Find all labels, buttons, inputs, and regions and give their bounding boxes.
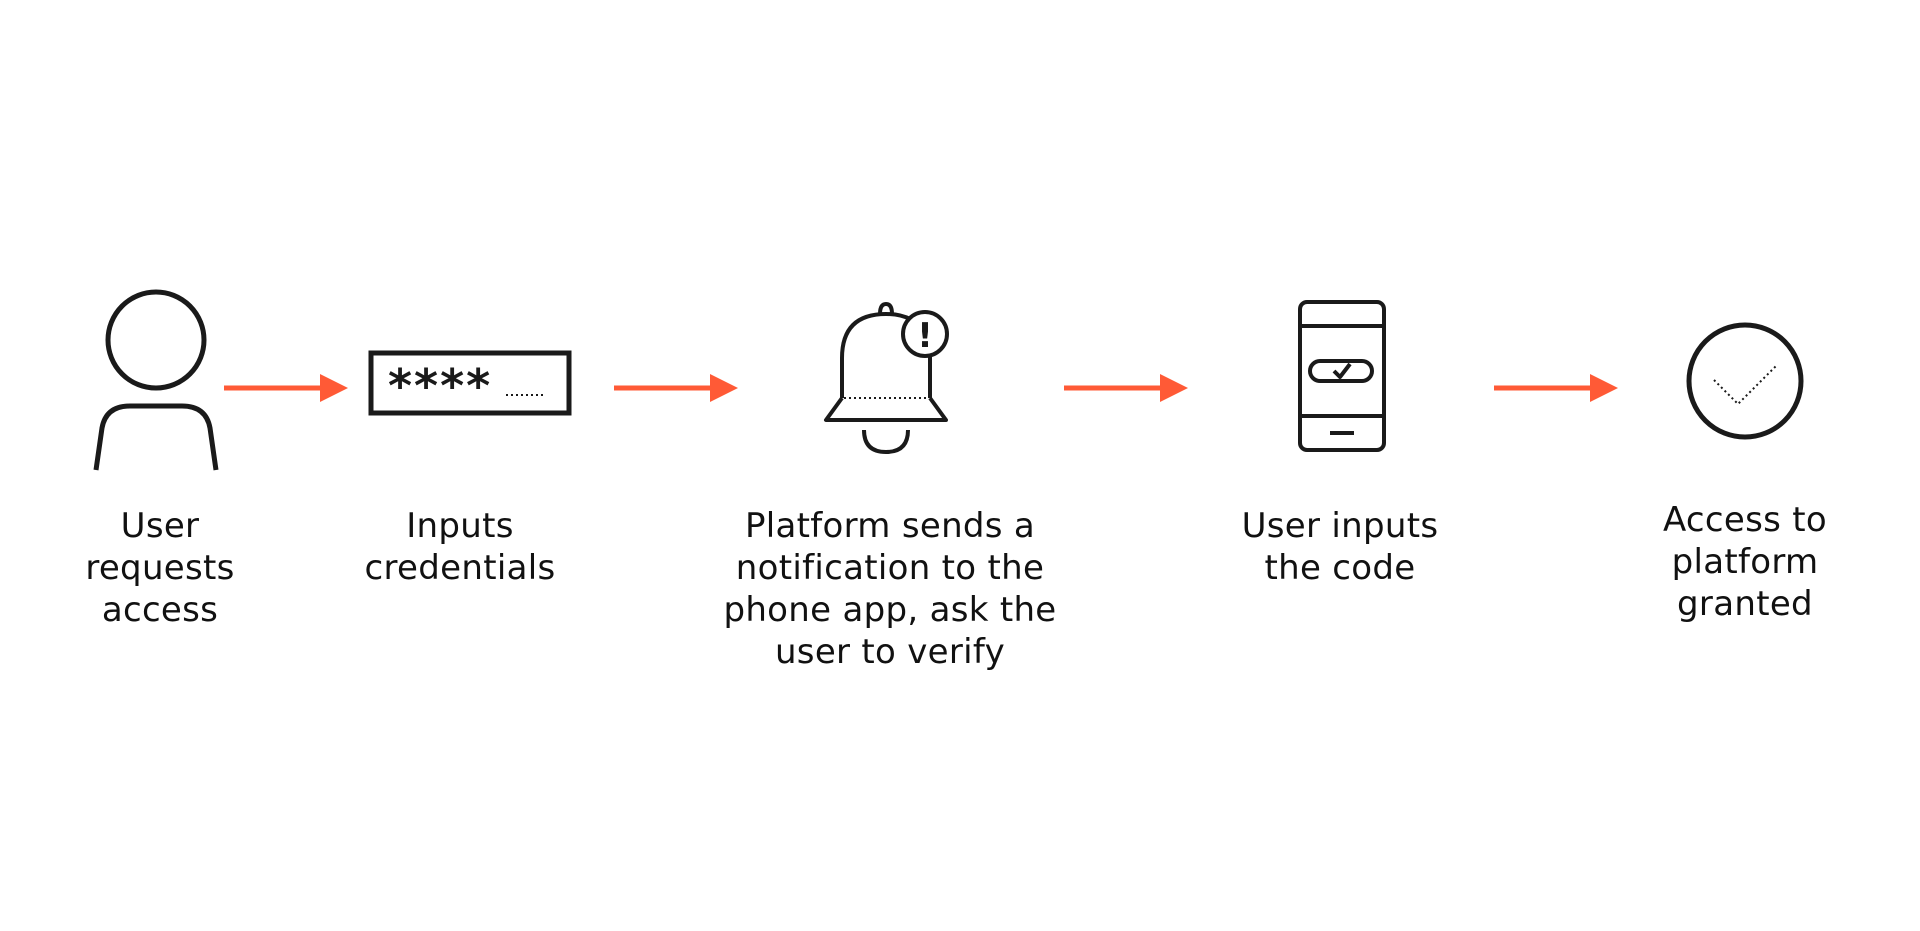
step-label-inputs-credentials: Inputs credentials (364, 506, 556, 588)
bell-alert-icon: ! (824, 301, 949, 455)
password-field-icon: **** (368, 350, 572, 416)
arrow-right-icon (1494, 374, 1618, 402)
alert-glyph: ! (917, 316, 933, 356)
step-label-platform-sends-notification: Platform sends a notification to the pho… (723, 506, 1057, 672)
user-icon (93, 289, 219, 471)
step-label-access-granted: Access to platform granted (1662, 500, 1828, 624)
step-label-user-requests-access: User requests access (85, 506, 235, 630)
checkmark-circle-icon (1686, 322, 1804, 440)
arrow-right-icon (224, 374, 348, 402)
phone-code-icon (1298, 300, 1386, 452)
arrow-right-icon (1064, 374, 1188, 402)
arrow-right-icon (614, 374, 738, 402)
step-label-user-inputs-code: User inputs the code (1241, 506, 1439, 588)
password-mask: **** (388, 359, 492, 413)
